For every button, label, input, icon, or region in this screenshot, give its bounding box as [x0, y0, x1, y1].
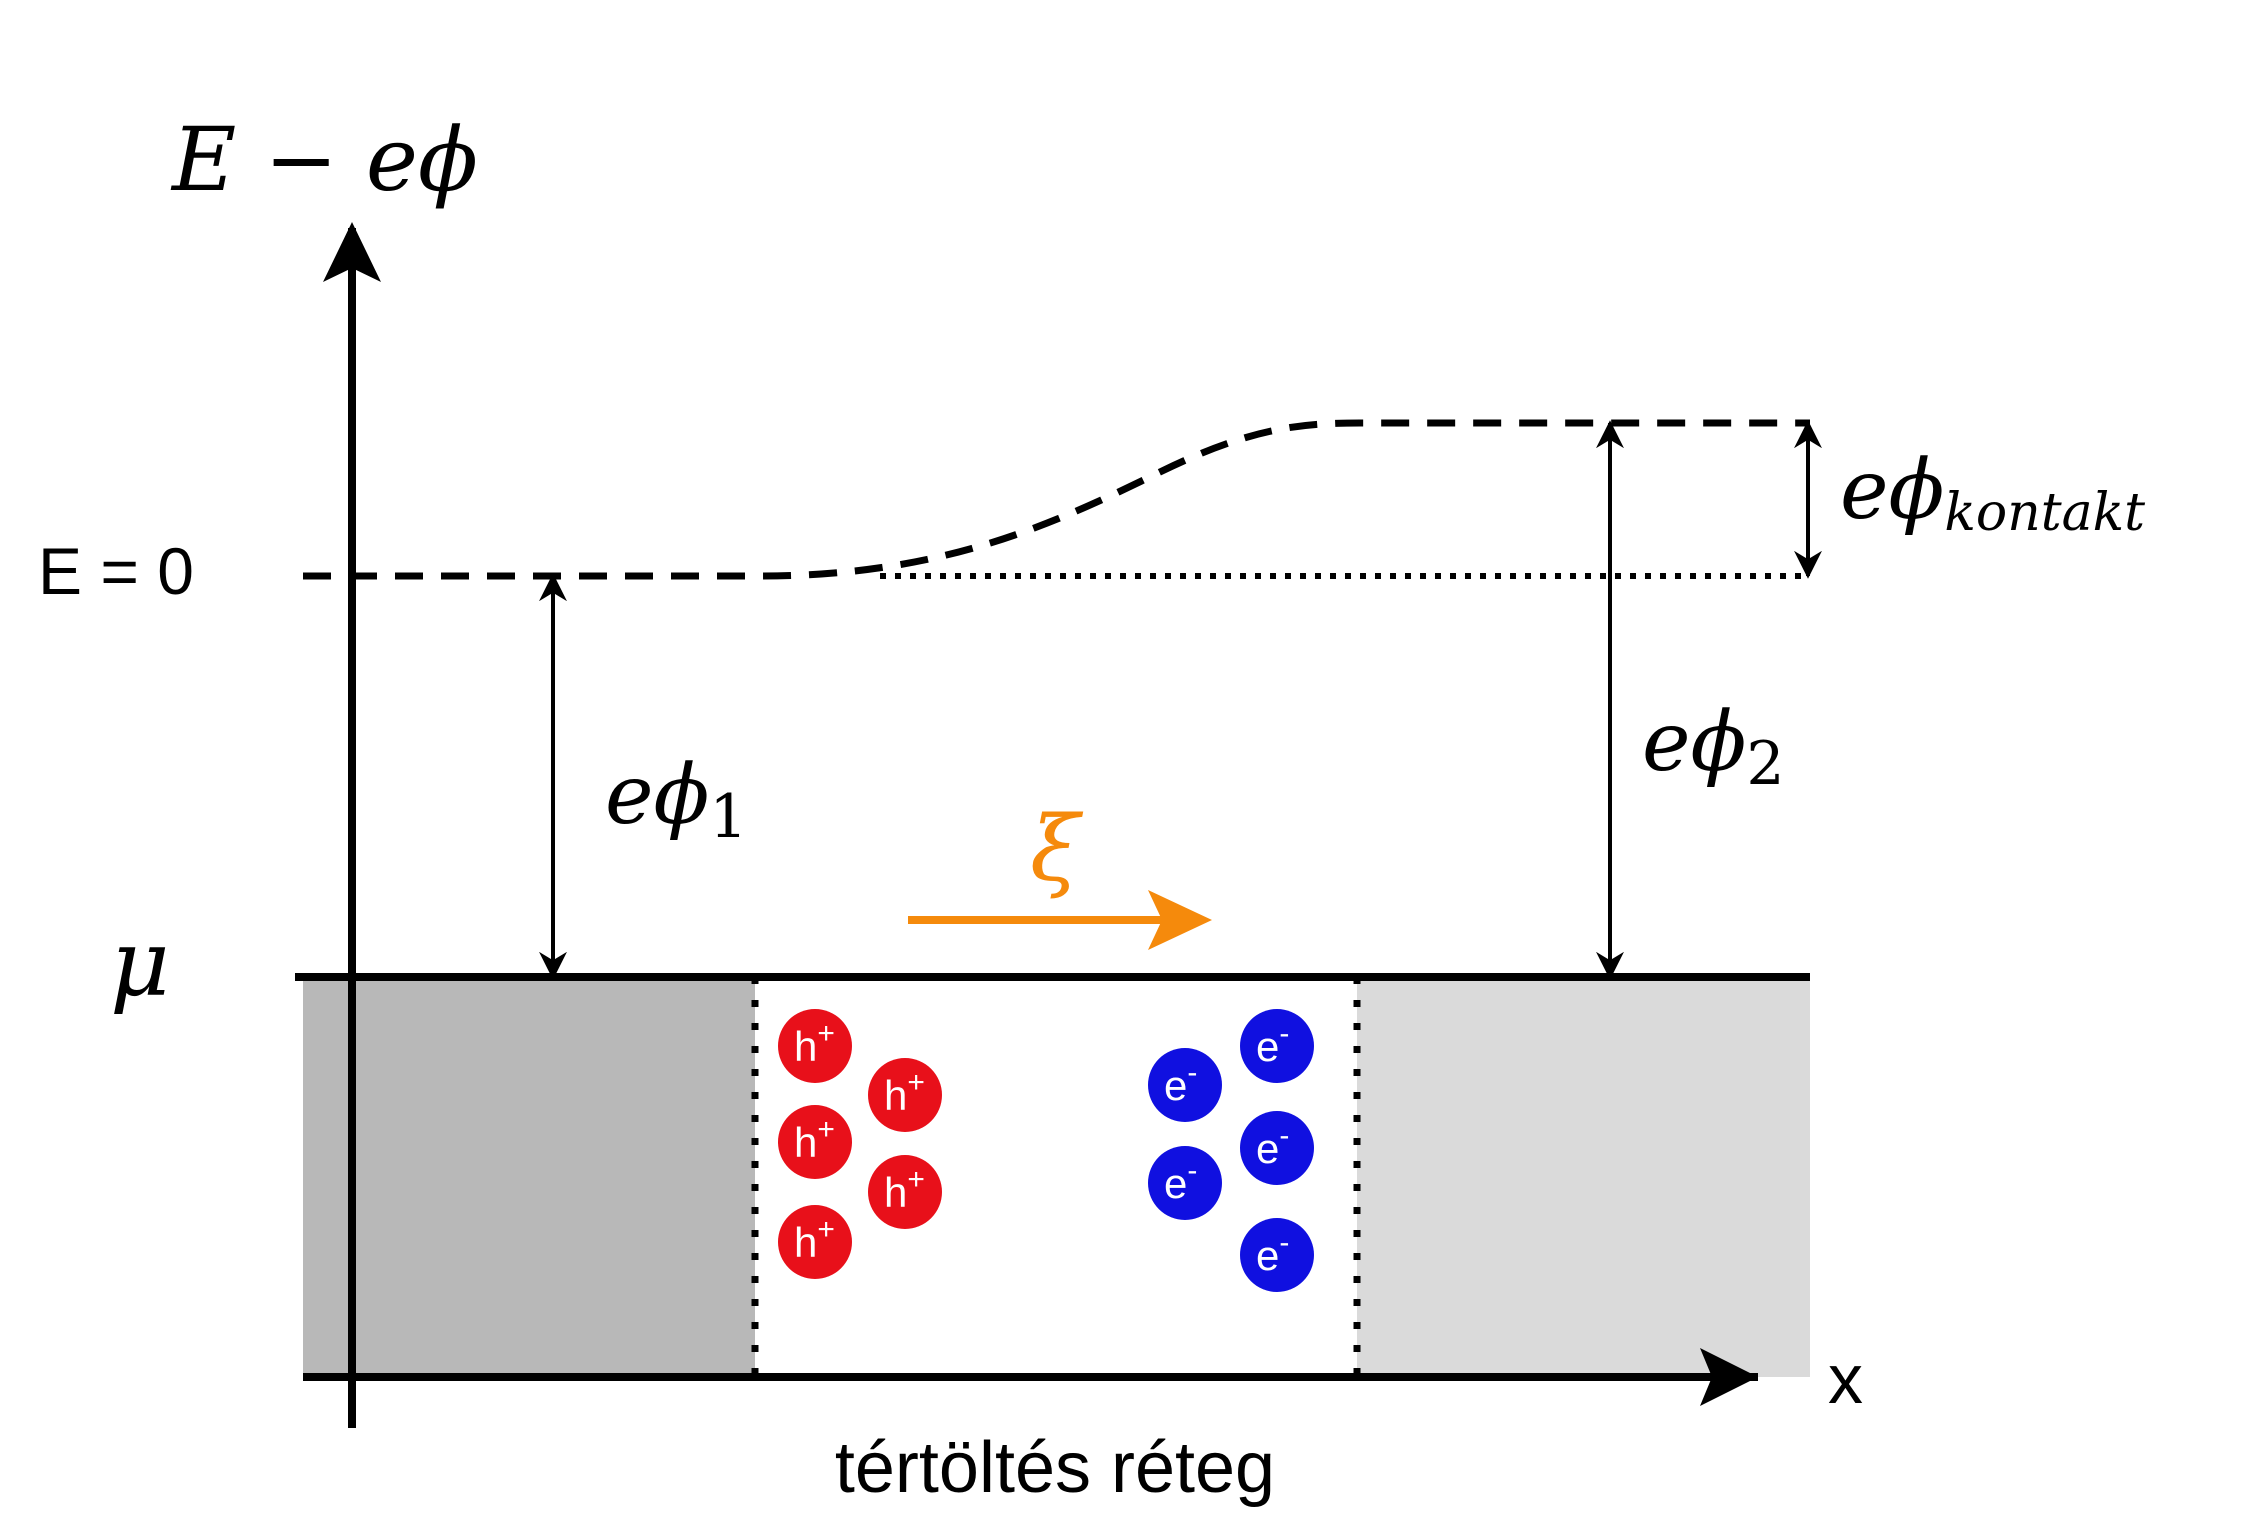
hole-icon — [868, 1058, 942, 1132]
right-metal-region — [1357, 977, 1810, 1377]
phi1-label: eϕ1 — [605, 748, 748, 852]
field-label: ξ — [1030, 797, 1084, 902]
hole-label: h+ — [884, 1163, 925, 1216]
electron: e- — [1240, 1111, 1314, 1185]
electron: e- — [1148, 1048, 1222, 1122]
field-arrowhead — [1148, 890, 1212, 950]
hole: h+ — [868, 1155, 942, 1229]
hole-label: h+ — [794, 1113, 835, 1166]
hole-icon — [778, 1105, 852, 1179]
hole: h+ — [868, 1058, 942, 1132]
hole-icon — [778, 1009, 852, 1083]
electron-label: e- — [1256, 1017, 1289, 1070]
hole: h+ — [778, 1205, 852, 1279]
y-axis-label: E − eϕ — [170, 108, 478, 211]
hole-icon — [868, 1155, 942, 1229]
electron-label: e- — [1256, 1119, 1289, 1172]
electron-label: e- — [1164, 1056, 1197, 1109]
mu-label: μ — [110, 910, 170, 1017]
electron-label: e- — [1164, 1154, 1197, 1207]
hole: h+ — [778, 1105, 852, 1179]
electron: e- — [1148, 1146, 1222, 1220]
electron-icon — [1148, 1048, 1222, 1122]
hole-icon — [778, 1205, 852, 1279]
layer-label: tértöltés réteg — [835, 1428, 1275, 1508]
hole-label: h+ — [884, 1066, 925, 1119]
left-metal-region — [303, 977, 755, 1377]
electron-icon — [1240, 1218, 1314, 1292]
electron-label: e- — [1256, 1226, 1289, 1279]
electron-icon — [1240, 1111, 1314, 1185]
e-zero-label: E = 0 — [38, 534, 194, 608]
contact-label: eϕkontakt — [1840, 443, 2145, 543]
phi2-label: eϕ2 — [1642, 695, 1785, 799]
hole-label: h+ — [794, 1017, 835, 1070]
hole-group: h+ h+ h+ h+ h+ — [778, 1009, 942, 1279]
electron-group: e-e-e-e-e- — [1148, 1009, 1314, 1292]
electron-icon — [1240, 1009, 1314, 1083]
y-axis-arrowhead — [323, 222, 381, 282]
vacuum-level-curve — [303, 419, 1810, 580]
x-axis-label: x — [1828, 1340, 1863, 1418]
electron: e- — [1240, 1218, 1314, 1292]
hole-label: h+ — [794, 1213, 835, 1266]
electron: e- — [1240, 1009, 1314, 1083]
x-axis-arrowhead — [1700, 1348, 1758, 1406]
electron-icon — [1148, 1146, 1222, 1220]
hole: h+ — [778, 1009, 852, 1083]
